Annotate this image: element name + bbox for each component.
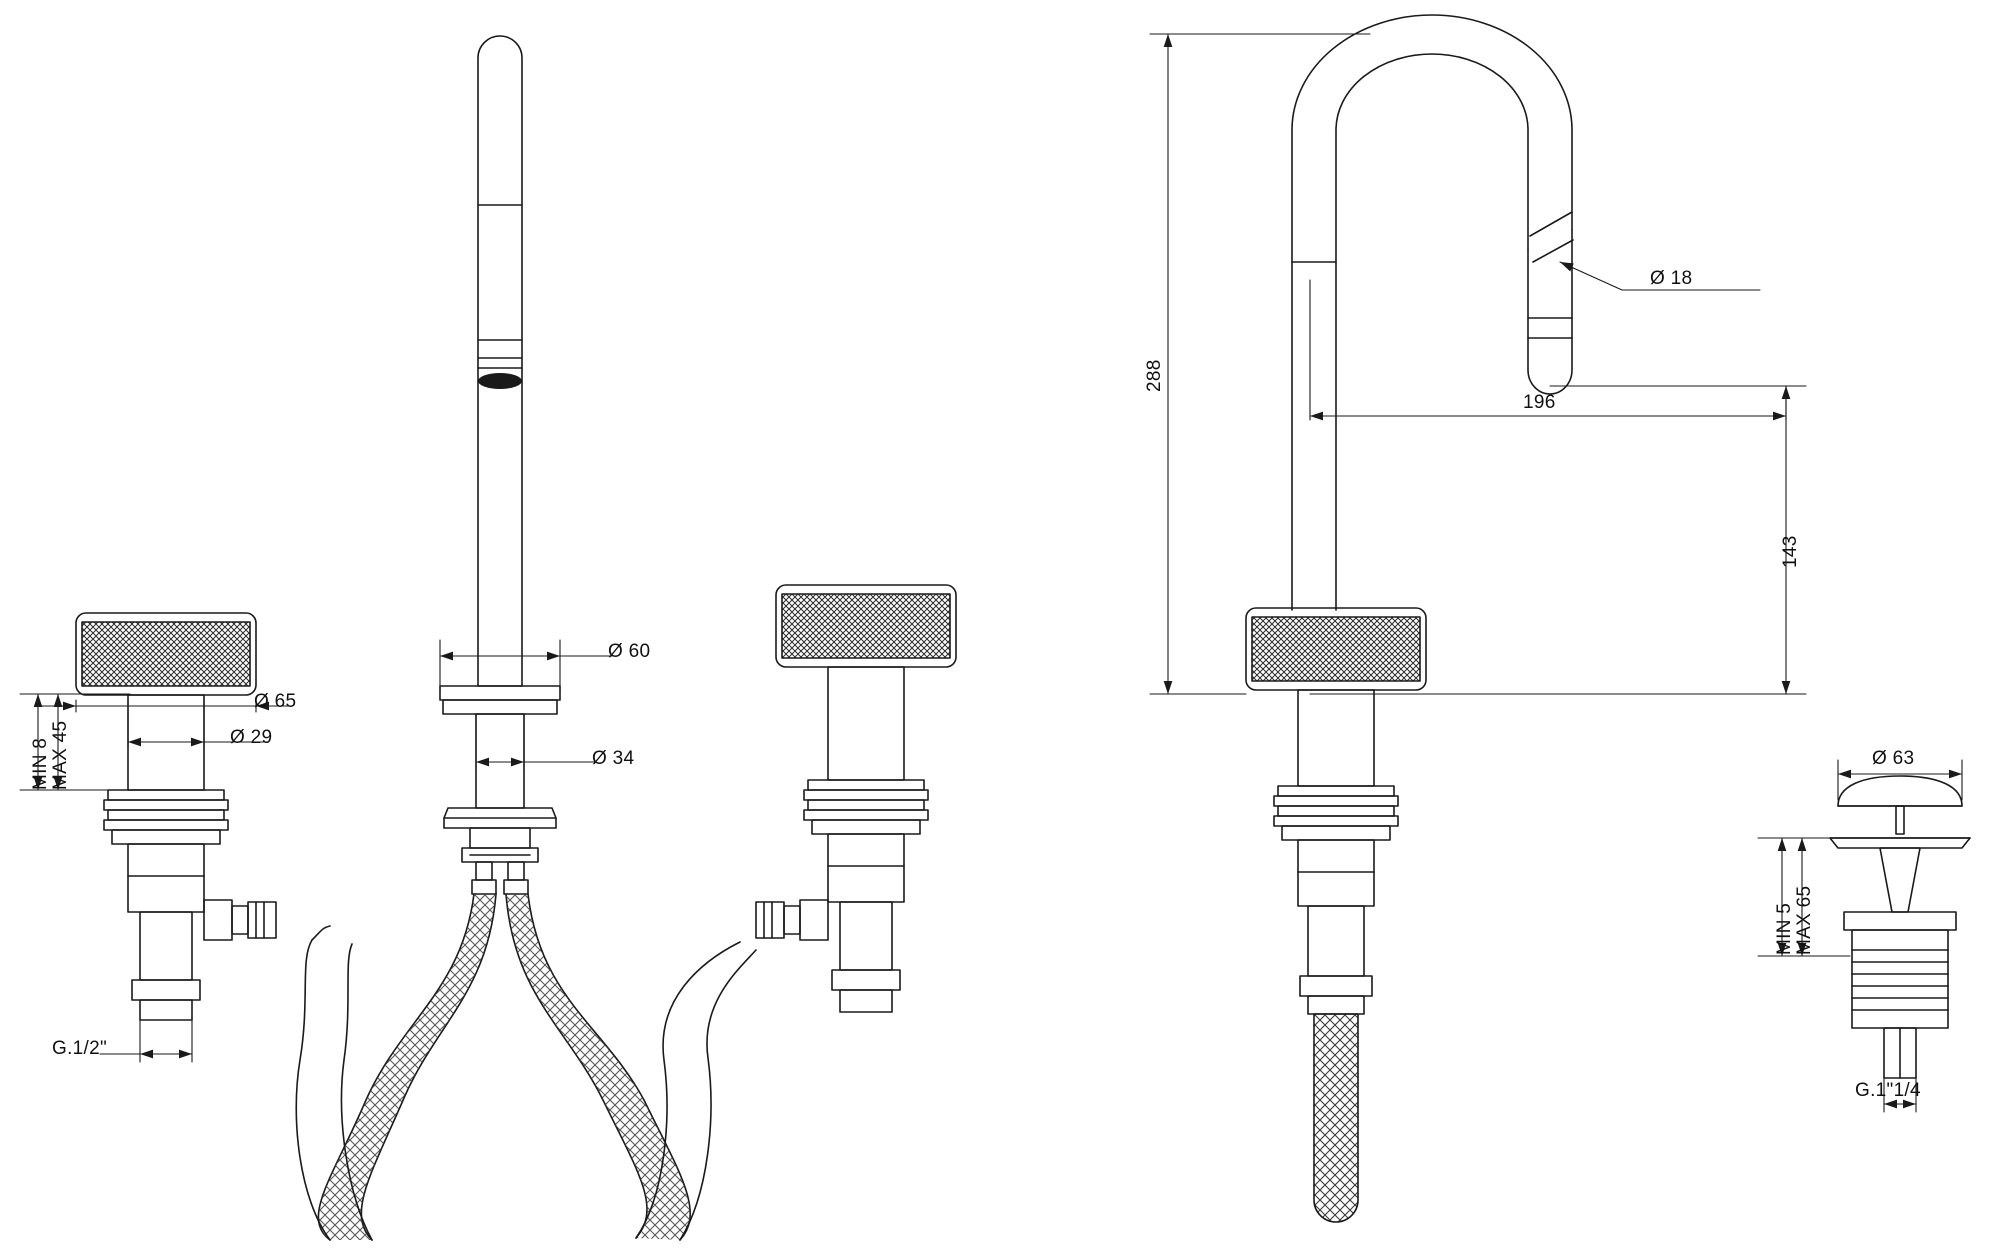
braided-hoses: [317, 893, 691, 1241]
dim-max45: MAX 45: [50, 720, 71, 790]
dim-d65: Ø 65: [254, 691, 297, 712]
dim-196: 196: [1523, 392, 1556, 413]
dim-d63: Ø 63: [1872, 748, 1915, 769]
dim-288: 288: [1144, 359, 1165, 392]
waste-valve-detail: [1829, 775, 1971, 1079]
left-hose-connection: [295, 925, 373, 1241]
dim-min5: MIN 5: [1774, 902, 1795, 955]
left-view-dimensions: [19, 639, 613, 1063]
dim-143: 143: [1780, 535, 1801, 568]
dim-d34: Ø 34: [592, 748, 635, 769]
dim-d18: Ø 18: [1650, 268, 1693, 289]
side-view-spout: [1245, 14, 1574, 1223]
waste-valve-dimensions: [1757, 759, 1963, 1113]
dim-d29: Ø 29: [230, 727, 273, 748]
right-handle-assembly: [635, 584, 957, 1241]
dim-min8: MIN 8: [30, 737, 51, 790]
dim-thread-quarter: G.1"1/4: [1855, 1080, 1921, 1101]
center-spout-assembly: [439, 35, 561, 895]
left-handle-assembly: [75, 612, 277, 1021]
side-view-dimensions: [1149, 33, 1807, 695]
dim-thread-half: G.1/2": [52, 1038, 108, 1059]
dim-max65: MAX 65: [1794, 885, 1815, 955]
dim-d60: Ø 60: [608, 641, 651, 662]
